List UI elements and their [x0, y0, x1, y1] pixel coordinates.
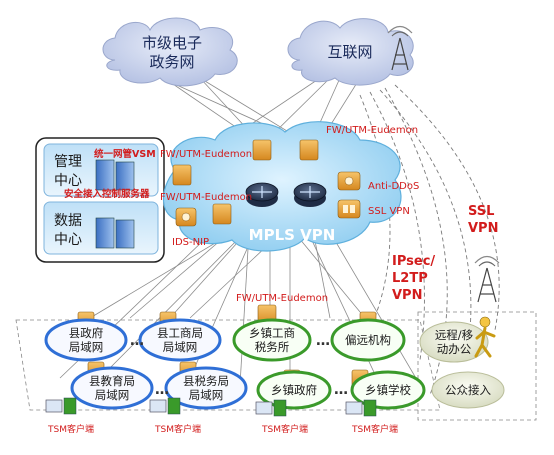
ellipsis-1: …	[130, 333, 144, 349]
city-egov-label-line1: 市级电子	[142, 34, 202, 52]
ipsec-label-line2: L2TP	[392, 271, 428, 286]
town-school-lan: 乡镇学校	[350, 370, 426, 410]
mgmt-label-line1: 管理	[54, 154, 82, 170]
remote-mobile-label-line2: 动办公	[437, 342, 472, 356]
access-ctrl-label: 安全接入控制服务器	[64, 188, 150, 200]
data-label-line2: 中心	[54, 232, 82, 248]
dispatch-label: 偏远机构	[345, 333, 391, 347]
town-ic-label-line1: 乡镇工商	[249, 326, 295, 340]
city-egov-cloud: 市级电子 政务网	[102, 17, 238, 87]
router-icon	[245, 182, 327, 207]
ssl-vpn-label-line1: SSL	[468, 204, 494, 219]
internet-label: 互联网	[327, 43, 372, 61]
remote-mobile-office: 远程/移 动办公	[419, 321, 489, 363]
antenna-icon-right	[474, 255, 500, 303]
dispatch-lan: 偏远机构	[330, 318, 406, 362]
county-ic-lan: 县工商局 局域网	[138, 318, 222, 362]
ellipsis-2: …	[155, 382, 169, 398]
antenna-icon-top	[387, 25, 413, 71]
county-tax-label-line1: 县税务局	[183, 374, 229, 388]
town-school-label: 乡镇学校	[365, 383, 411, 397]
public-access-label: 公众接入	[445, 383, 491, 397]
county-gov-label-line1: 县政府	[69, 326, 104, 340]
data-label-line1: 数据	[54, 213, 82, 229]
tsm-client-label-1: TSM客户端	[47, 423, 94, 435]
town-ic-label-line2: 税务所	[255, 340, 290, 354]
tsm-client-label-2: TSM客户端	[154, 423, 201, 435]
county-edu-label-line1: 县教育局	[89, 374, 135, 388]
county-ic-label-line2: 局域网	[163, 340, 198, 354]
vsm-label: 统一网管VSM	[94, 148, 156, 160]
county-ic-label-line1: 县工商局	[157, 326, 203, 340]
mgmt-label-line2: 中心	[54, 173, 82, 189]
tsm-client-label-4: TSM客户端	[351, 423, 398, 435]
mpls-label: MPLS VPN	[249, 226, 336, 244]
county-edu-label-line2: 局域网	[95, 388, 130, 402]
mpls-core-cloud: MPLS VPN	[162, 121, 402, 252]
remote-mobile-label-line1: 远程/移	[435, 328, 474, 342]
ssl-vpn-label-line2: VPN	[468, 221, 498, 236]
town-gov-label: 乡镇政府	[271, 383, 317, 397]
remote-region-outline	[417, 311, 537, 421]
ipsec-label-line1: IPsec/	[392, 254, 435, 269]
server-icon	[95, 159, 135, 249]
fw-left2-label: FW/UTM-Eudemon	[160, 192, 252, 203]
town-ic-lan: 乡镇工商 税务所	[232, 318, 312, 362]
ellipsis-4: …	[334, 382, 348, 398]
county-gov-lan: 县政府 局域网	[44, 318, 128, 362]
county-edu-lan: 县教育局 局域网	[70, 366, 154, 410]
town-gov-lan: 乡镇政府	[256, 370, 332, 410]
computer-icon	[45, 397, 377, 417]
tsm-client-label-3: TSM客户端	[261, 423, 308, 435]
mgmt-data-panel: 管理 中心 数据 中心 统一网管VSM 安全接入控制服务器	[35, 137, 165, 263]
fw-left1-label: FW/UTM-Eudemon	[160, 149, 252, 160]
county-tax-lan: 县税务局 局域网	[164, 366, 248, 410]
fw-top-label: FW/UTM-Eudemon	[326, 125, 418, 136]
fw-bottom-label: FW/UTM-Eudemon	[236, 293, 328, 304]
ssl-vpn-device-label: SSL VPN	[368, 206, 410, 217]
internet-cloud: 互联网	[287, 18, 414, 86]
city-egov-label-line2: 政务网	[149, 53, 194, 71]
county-gov-label-line2: 局域网	[69, 340, 104, 354]
ellipsis-3: …	[316, 333, 330, 349]
security-appliance-icon	[175, 171, 361, 227]
ids-label: IDS-NIP	[172, 237, 209, 248]
person-icon	[474, 316, 496, 358]
anti-ddos-label: Anti-DDoS	[368, 181, 419, 192]
county-tax-label-line2: 局域网	[189, 388, 224, 402]
public-access: 公众接入	[431, 371, 505, 409]
ipsec-label-line3: VPN	[392, 288, 422, 303]
